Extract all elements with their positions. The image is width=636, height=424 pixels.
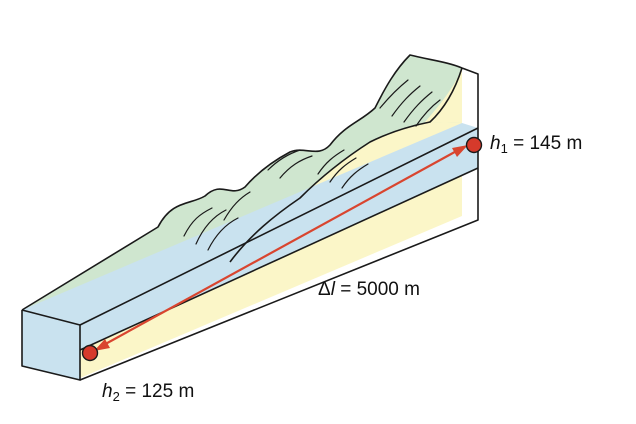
aquifer-top-face bbox=[22, 123, 478, 325]
ground-surface bbox=[22, 55, 462, 311]
h1-symbol: h bbox=[490, 133, 501, 154]
h2-label: h2 = 125 m bbox=[102, 381, 195, 404]
arrowhead-lower bbox=[94, 339, 110, 351]
delta-l-label: Δl = 5000 m bbox=[318, 280, 420, 299]
h2-value: = 125 m bbox=[119, 381, 195, 402]
well-h1-dot bbox=[465, 136, 483, 154]
delta-symbol: Δ bbox=[318, 279, 331, 300]
aquifer-side-face bbox=[80, 128, 478, 350]
terrain-contours bbox=[183, 79, 441, 251]
sediment-right-face bbox=[425, 68, 462, 123]
block-outline bbox=[21, 54, 479, 381]
flow-arrow bbox=[94, 145, 468, 351]
h1-label: h1 = 145 m bbox=[490, 133, 583, 156]
h1-value: = 145 m bbox=[507, 133, 583, 154]
arrowhead-upper bbox=[452, 145, 468, 157]
flow-arrow-line bbox=[99, 147, 463, 348]
l-symbol: l bbox=[330, 279, 335, 300]
h2-subscript: 2 bbox=[112, 389, 120, 404]
h1-subscript: 1 bbox=[500, 141, 508, 156]
h2-symbol: h bbox=[102, 381, 113, 402]
well-h2-dot bbox=[81, 344, 99, 362]
aquifer-end-face bbox=[22, 310, 80, 380]
delta-l-value: = 5000 m bbox=[334, 279, 420, 300]
